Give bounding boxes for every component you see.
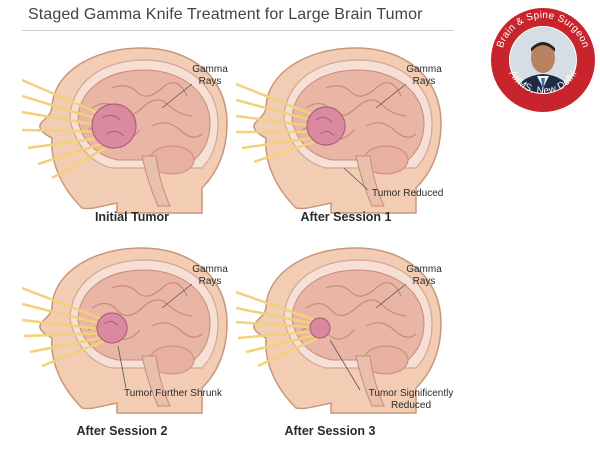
head-illustration [236, 247, 442, 414]
brainstem [141, 155, 171, 207]
tumor-label-leader [117, 345, 127, 389]
gamma-rays-label: Gamma Rays [192, 64, 228, 87]
tumor-label-leader [343, 167, 369, 191]
panel-initial-tumor: Gamma Rays Initial Tumor [22, 38, 262, 238]
tumor-status-label: Tumor Significently Reduced [368, 388, 454, 411]
tumor [309, 317, 331, 339]
ray-label-leader [161, 83, 193, 109]
surgeon-badge: Brain & Spine Surgeon AIIMS, New Delhi [487, 2, 599, 114]
ray-label-leader [375, 83, 407, 109]
panel-after-session-1: Gamma Rays Tumor Reduced After Session 1 [236, 38, 476, 238]
tumor [91, 103, 137, 149]
panel-caption: After Session 2 [76, 424, 168, 438]
gamma-rays-label: Gamma Rays [192, 264, 228, 287]
tumor-status-label: Tumor Further Shrunk [124, 388, 222, 399]
tumor [306, 106, 346, 146]
panel-after-session-2: Gamma Rays Tumor Further Shrunk After Se… [22, 238, 262, 438]
tumor [96, 312, 128, 344]
brainstem [355, 155, 385, 207]
tumor-label-leader [329, 339, 361, 391]
head-illustration [22, 247, 228, 414]
panel-caption: After Session 1 [300, 210, 392, 224]
ray-label-leader [375, 283, 407, 309]
brainstem [141, 355, 171, 407]
panel-caption: Initial Tumor [94, 210, 170, 224]
badge-emblem: Brain & Spine Surgeon AIIMS, New Delhi [491, 8, 595, 112]
gamma-rays [22, 286, 113, 368]
brain [291, 269, 425, 361]
panel-caption: After Session 3 [284, 424, 376, 438]
head-illustration [236, 47, 442, 214]
gamma-rays-label: Gamma Rays [406, 64, 442, 87]
ray-label-leader [161, 283, 193, 309]
panel-after-session-3: Gamma Rays Tumor Significently Reduced A… [236, 238, 476, 438]
gamma-rays [236, 290, 323, 368]
title-divider [22, 30, 454, 31]
brainstem [355, 355, 385, 407]
tumor-status-label: Tumor Reduced [372, 188, 444, 199]
gamma-rays-label: Gamma Rays [406, 264, 442, 287]
page-title: Staged Gamma Knife Treatment for Large B… [28, 6, 423, 23]
head-illustration [22, 47, 228, 214]
